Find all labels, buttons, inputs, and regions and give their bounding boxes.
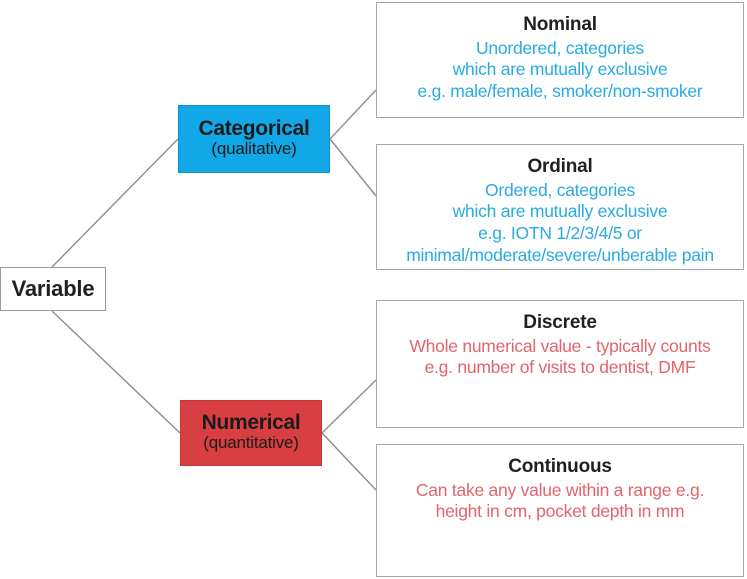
body-line: e.g. number of visits to dentist, DMF [424,357,696,378]
connector-categorical-ordinal [329,138,377,197]
body-line: e.g. IOTN 1/2/3/4/5 or [478,223,642,244]
connector-variable-categorical [51,138,179,268]
node-variable: Variable [0,267,106,311]
node-numerical: Numerical (quantitative) [180,400,322,466]
connector-numerical-continuous [321,432,377,491]
node-discrete: Discrete Whole numerical value - typical… [376,300,744,428]
connector-numerical-discrete [321,379,377,434]
node-numerical-subtitle: (quantitative) [203,433,299,453]
node-categorical: Categorical (qualitative) [178,105,330,173]
node-continuous-title: Continuous [508,456,612,477]
node-numerical-title: Numerical [201,410,301,434]
body-line: which are mutually exclusive [452,201,668,222]
body-line: minimal/moderate/severe/unberable pain [406,244,714,265]
connector-categorical-nominal [329,89,377,140]
body-line: Unordered, categories [476,37,644,58]
node-categorical-subtitle: (qualitative) [211,139,297,159]
node-nominal-title: Nominal [523,14,597,35]
body-line: Whole numerical value - typically counts [409,335,711,356]
body-line: Ordered, categories [485,179,635,200]
node-continuous: Continuous Can take any value within a r… [376,444,744,577]
body-line: e.g. male/female, smoker/non-smoker [417,81,703,102]
node-variable-label: Variable [11,276,95,301]
body-line: height in cm, pocket depth in mm [435,501,685,522]
node-ordinal-title: Ordinal [527,156,593,177]
node-discrete-title: Discrete [523,312,597,333]
node-discrete-body: Whole numerical value - typically counts… [405,336,714,379]
connector-variable-numerical [51,310,181,434]
node-categorical-title: Categorical [198,116,310,140]
node-continuous-body: Can take any value within a range e.g.he… [412,480,708,523]
body-line: Can take any value within a range e.g. [415,479,705,500]
body-line: which are mutually exclusive [452,59,668,80]
